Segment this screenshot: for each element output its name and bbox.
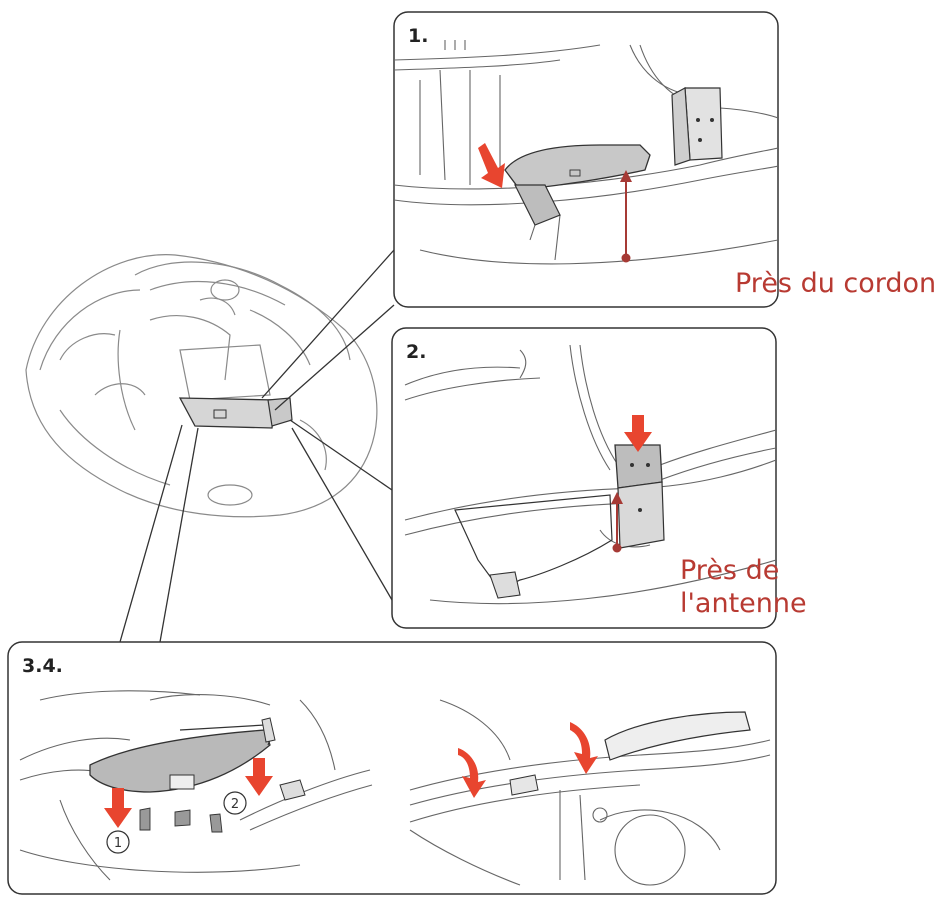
panel-step-3-4: 1 2 3.4. bbox=[7, 641, 777, 895]
tuck-arrow-right bbox=[570, 722, 598, 774]
mounting-plate-edge bbox=[509, 711, 751, 796]
main-unit-2 bbox=[454, 494, 613, 599]
marker-2: 2 bbox=[223, 791, 247, 815]
marker-1: 1 bbox=[106, 830, 130, 854]
main-unit-1 bbox=[504, 144, 651, 226]
antenna-connector-1 bbox=[671, 87, 723, 166]
headset-module-on-helmet bbox=[178, 397, 293, 429]
zoom-lines bbox=[119, 249, 395, 643]
callout-near-antenna: Près de l'antenne bbox=[680, 555, 807, 621]
insert-arrow-1 bbox=[478, 143, 505, 188]
svg-text:1: 1 bbox=[114, 836, 122, 851]
tuck-arrow-left bbox=[458, 748, 486, 798]
main-unit-3 bbox=[89, 717, 306, 833]
svg-text:2: 2 bbox=[231, 797, 239, 812]
press-arrow-3-a bbox=[104, 788, 132, 828]
antenna-pointer bbox=[611, 492, 623, 553]
press-arrow-3-b bbox=[245, 758, 273, 796]
callout-near-antenna-line1: Près de bbox=[680, 555, 780, 586]
step-2-label: 2. bbox=[406, 341, 426, 363]
cord-pointer bbox=[620, 170, 632, 263]
panel-step-2: 2. bbox=[391, 327, 777, 629]
step-3-4-label: 3.4. bbox=[22, 655, 63, 677]
press-arrow-2 bbox=[624, 415, 652, 452]
antenna-connector-2 bbox=[614, 444, 665, 549]
panel-step-1: 1. bbox=[393, 11, 779, 308]
helmet-overview bbox=[25, 254, 378, 518]
callout-near-cord: Près du cordon bbox=[735, 268, 937, 299]
step-1-label: 1. bbox=[408, 25, 428, 47]
callout-near-antenna-line2: l'antenne bbox=[680, 587, 807, 619]
